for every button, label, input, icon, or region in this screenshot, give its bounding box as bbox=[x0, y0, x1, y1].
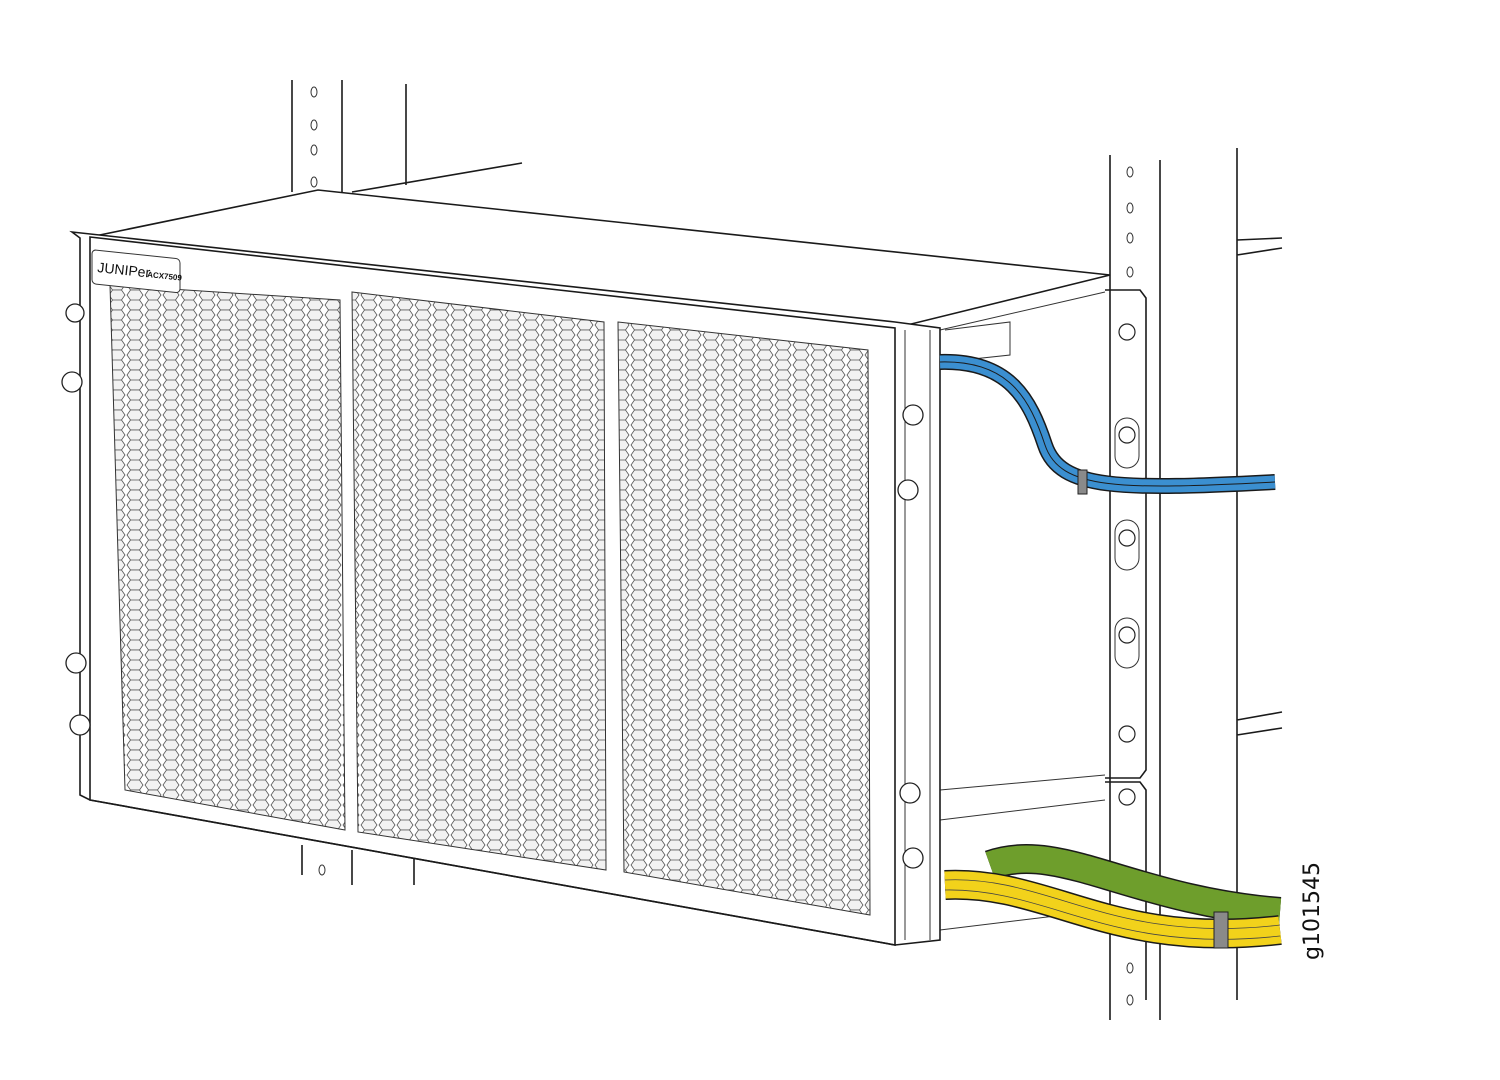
tie-wrap bbox=[1077, 469, 1088, 495]
svg-text:JUNIPer: JUNIPer bbox=[97, 259, 152, 280]
svg-text:ACX7509: ACX7509 bbox=[147, 270, 183, 283]
front-rack-post bbox=[1105, 148, 1283, 1020]
power-cable-bundle bbox=[944, 843, 1282, 949]
fan-grille-left bbox=[109, 284, 346, 831]
fan-grille-right bbox=[617, 321, 871, 916]
figure-id-label: g101545 bbox=[1300, 862, 1325, 960]
blue-cable-bundle bbox=[939, 353, 1276, 495]
fan-grille-center bbox=[351, 291, 607, 871]
tie-wrap bbox=[1213, 911, 1229, 949]
rear-rack-post bbox=[291, 80, 523, 885]
front-panel: JUNIPer ACX7509 bbox=[61, 230, 941, 946]
brand-label: JUNIPer ACX7509 bbox=[91, 249, 183, 294]
thumb-screw bbox=[61, 303, 924, 869]
